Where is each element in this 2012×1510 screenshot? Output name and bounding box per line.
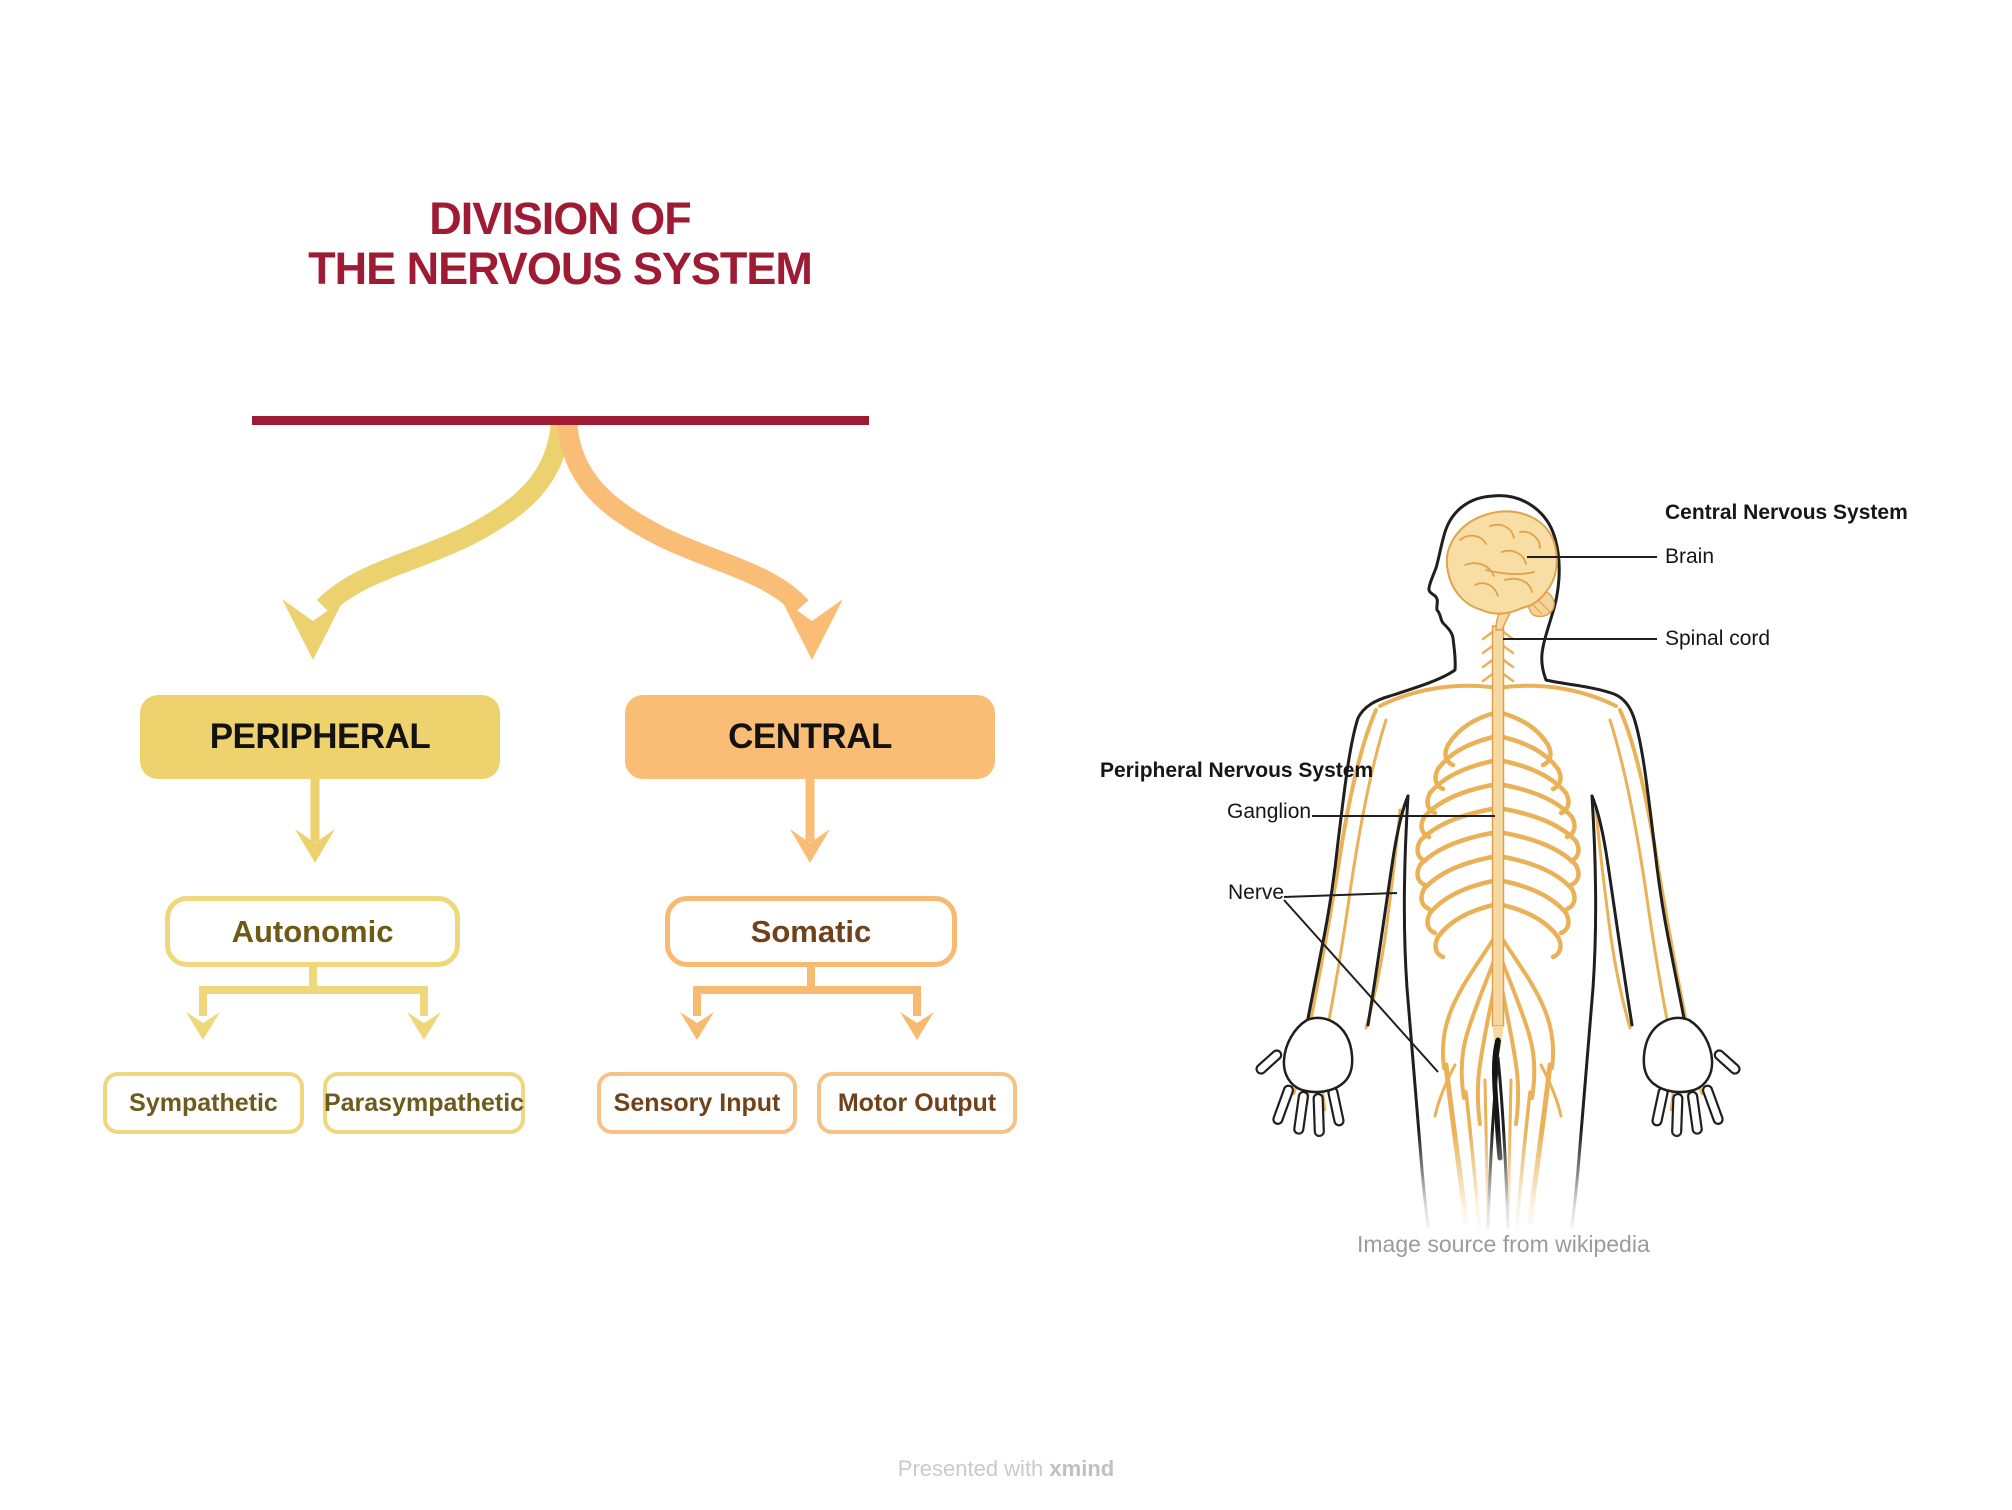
footer-brand: xmind [1049, 1456, 1115, 1481]
node-peripheral-label: PERIPHERAL [209, 717, 431, 756]
node-motor-output: Motor Output [817, 1072, 1017, 1134]
spinal-cord-graphic [1491, 625, 1505, 1060]
page-title-line1: DIVISION OF [429, 193, 692, 244]
label-brain: Brain [1665, 545, 1715, 568]
label-ganglion: Ganglion [1227, 800, 1312, 823]
label-central-nervous-system: Central Nervous System [1665, 501, 1908, 524]
arrowhead-peripheral-autonomic [295, 829, 335, 863]
leader-lines-graphic [1283, 556, 1657, 1073]
node-autonomic-label: Autonomic [231, 913, 394, 949]
node-peripheral: PERIPHERAL [140, 695, 500, 779]
footer: Presented with xmind [0, 1456, 2012, 1482]
label-peripheral-nervous-system: Peripheral Nervous System [1100, 759, 1374, 782]
node-somatic-label: Somatic [750, 913, 872, 949]
t-connector-autonomic [199, 967, 428, 1016]
node-central: CENTRAL [625, 695, 995, 779]
node-parasympathetic-label: Parasympathetic [323, 1088, 525, 1117]
node-motor-output-label: Motor Output [837, 1088, 997, 1117]
arrowhead-motor-output [900, 1012, 934, 1040]
node-sympathetic: Sympathetic [103, 1072, 304, 1134]
arrowhead-parasympathetic [407, 1012, 441, 1040]
node-autonomic: Autonomic [165, 896, 460, 967]
arrowhead-sensory-input [680, 1012, 714, 1040]
image-source-caption: Image source from wikipedia [1357, 1231, 1650, 1257]
t-connector-somatic [693, 967, 921, 1016]
node-parasympathetic: Parasympathetic [323, 1072, 525, 1134]
arrowhead-central-somatic [790, 829, 830, 863]
branch-arrowhead-right [781, 599, 843, 660]
node-somatic: Somatic [665, 896, 957, 967]
brain-graphic [1445, 510, 1558, 631]
label-nerve: Nerve [1228, 881, 1285, 904]
footer-prefix: Presented with [897, 1456, 1044, 1481]
label-spinal-cord: Spinal cord [1665, 627, 1771, 650]
title-underline [252, 416, 869, 425]
branch-arrowhead-left [282, 599, 344, 660]
nervous-system-figure [1250, 494, 1750, 1270]
figure-fade-gradient [1250, 1130, 1750, 1270]
page-title: DIVISION OF THE NERVOUS SYSTEM [60, 194, 1060, 294]
branch-curve-left [316, 419, 571, 615]
arrowhead-sympathetic [186, 1012, 220, 1040]
branch-curve-right [557, 419, 809, 614]
node-central-label: CENTRAL [728, 717, 892, 756]
nerve-network-graphic [1284, 626, 1712, 1230]
node-sensory-input-label: Sensory Input [613, 1088, 781, 1117]
page-title-line2: THE NERVOUS SYSTEM [308, 243, 813, 294]
connector-arrows-graphic [186, 419, 934, 1040]
node-sensory-input: Sensory Input [597, 1072, 797, 1134]
node-sympathetic-label: Sympathetic [129, 1088, 278, 1117]
